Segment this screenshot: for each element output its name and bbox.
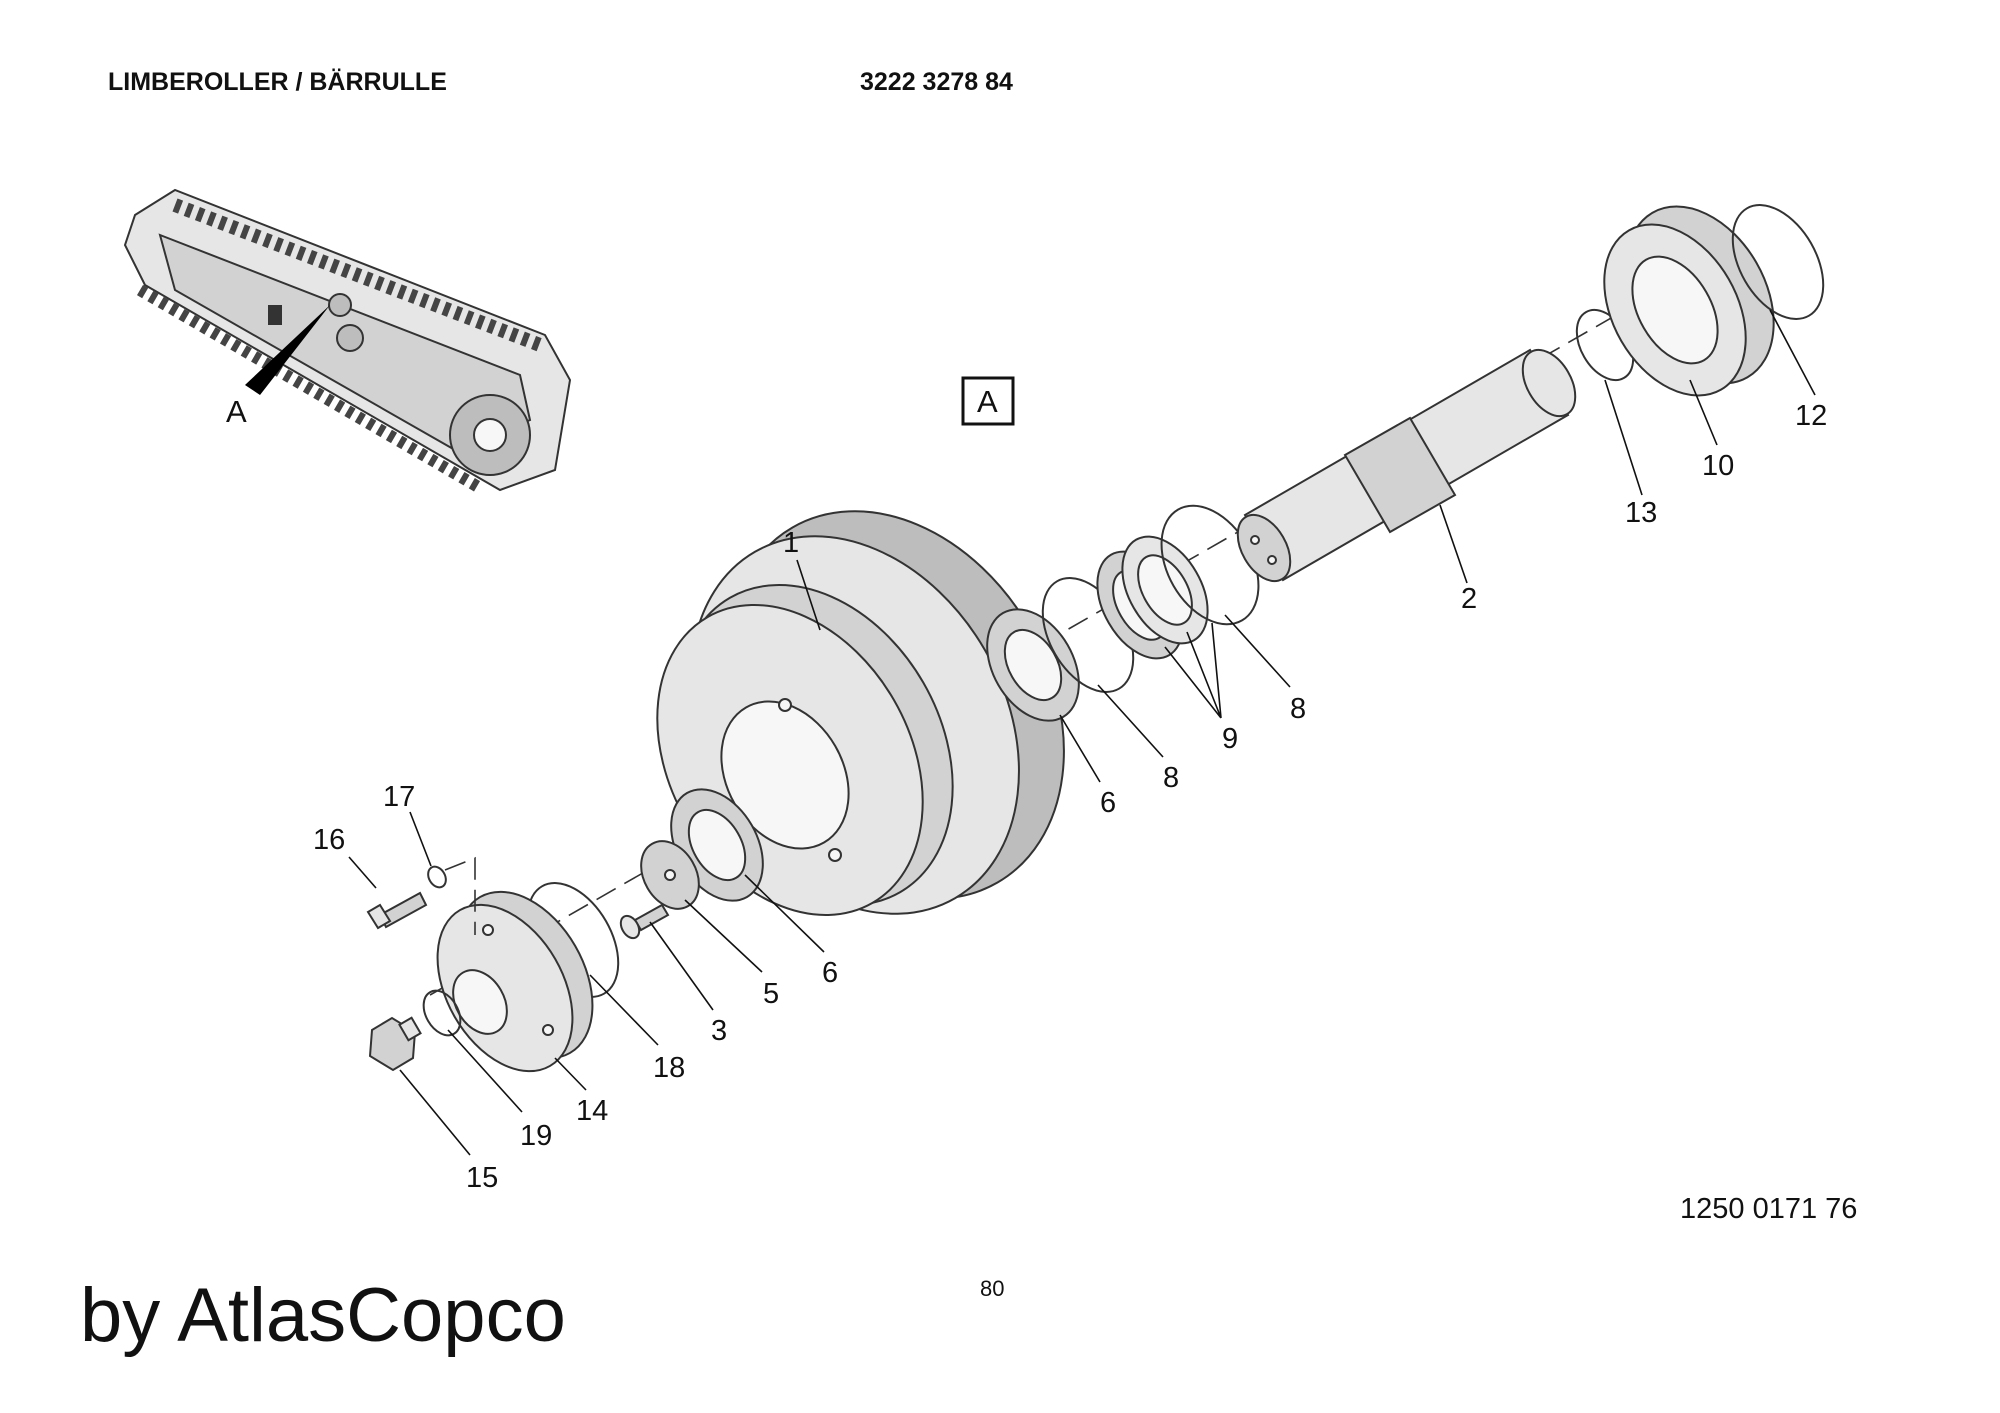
end-cap bbox=[1603, 205, 1775, 397]
sealing-washer bbox=[422, 989, 462, 1037]
bolt-axis bbox=[444, 856, 476, 935]
circlip bbox=[1731, 204, 1825, 320]
callout-5: 5 bbox=[763, 978, 779, 1010]
page-title: LIMBEROLLER / BÄRRULLE bbox=[108, 68, 447, 96]
callout-18: 18 bbox=[653, 1052, 685, 1084]
callout-16: 16 bbox=[313, 824, 345, 856]
callout-17: 17 bbox=[383, 781, 415, 813]
callout-13: 13 bbox=[1625, 497, 1657, 529]
page-number: 80 bbox=[980, 1276, 1005, 1301]
bearing-outer bbox=[986, 608, 1080, 722]
callout-15: 15 bbox=[466, 1162, 498, 1194]
callout-8-inner: 8 bbox=[1163, 762, 1179, 794]
watermark-text: by AtlasCopco bbox=[80, 1273, 566, 1358]
retainer-washer bbox=[640, 840, 700, 910]
shaft bbox=[1236, 348, 1577, 583]
callout-3: 3 bbox=[711, 1015, 727, 1047]
callout-9: 9 bbox=[1222, 723, 1238, 755]
bolt-washer bbox=[427, 865, 447, 889]
callout-1: 1 bbox=[783, 527, 799, 559]
view-label: A bbox=[977, 384, 998, 419]
callout-8-outer: 8 bbox=[1290, 693, 1306, 725]
seal-pair bbox=[1096, 535, 1209, 660]
drain-plug bbox=[368, 1016, 422, 1072]
callout-6-outer: 6 bbox=[1100, 787, 1116, 819]
leader-lines bbox=[348, 309, 1816, 1156]
view-label-box bbox=[961, 376, 1015, 426]
figure-number: 1250 0171 76 bbox=[1680, 1193, 1858, 1225]
callout-19: 19 bbox=[520, 1120, 552, 1152]
callout-2: 2 bbox=[1461, 583, 1477, 615]
overview-label: A bbox=[226, 394, 247, 429]
crawler-track-overview bbox=[123, 188, 572, 494]
cover bbox=[436, 890, 594, 1073]
callout-10: 10 bbox=[1702, 450, 1734, 482]
bolt bbox=[366, 891, 428, 930]
part-number: 3222 3278 84 bbox=[860, 68, 1013, 96]
callout-6-inner: 6 bbox=[822, 957, 838, 989]
callout-12: 12 bbox=[1795, 400, 1827, 432]
callout-14: 14 bbox=[576, 1095, 608, 1127]
screw-small bbox=[619, 903, 670, 940]
